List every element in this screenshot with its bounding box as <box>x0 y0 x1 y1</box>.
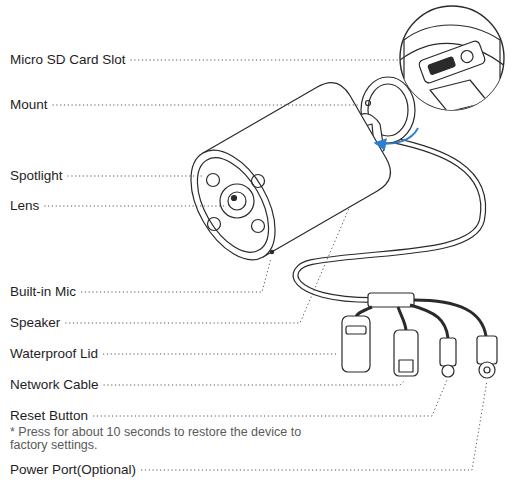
spotlight <box>208 218 221 231</box>
part-label: Spotlight <box>10 168 63 184</box>
reset-button <box>440 338 456 366</box>
power-port <box>477 336 497 364</box>
spotlight <box>252 220 265 233</box>
waterproof-lid <box>342 316 370 372</box>
note-text: * Press for about 10 seconds to restore … <box>10 426 310 452</box>
leader-line <box>44 206 226 207</box>
waterproof-lid <box>346 326 366 334</box>
leader-line <box>65 206 350 323</box>
splitter <box>368 293 414 307</box>
part-label: Network Cable <box>10 377 99 393</box>
leader-line <box>104 380 405 385</box>
spotlight <box>207 174 220 187</box>
part-label: Reset Button <box>10 408 88 424</box>
leader-line <box>93 380 447 416</box>
mic-hole <box>270 250 273 253</box>
part-label: Micro SD Card Slot <box>10 52 126 68</box>
part-label: Built-in Mic <box>10 284 76 300</box>
screw <box>366 101 371 106</box>
network-connector <box>399 360 413 372</box>
power-port <box>479 362 495 378</box>
part-label: Mount <box>10 97 48 113</box>
lens <box>220 184 254 218</box>
cable <box>414 300 486 336</box>
leader-line <box>131 60 398 61</box>
pointer-arrow <box>376 128 418 144</box>
leader-line <box>68 176 204 177</box>
part-label: Lens <box>10 198 39 214</box>
sd-slot-detail <box>400 25 508 112</box>
spotlight <box>252 175 265 188</box>
camera-body <box>174 75 399 274</box>
part-label: Speaker <box>10 315 60 331</box>
part-label: Power Port(Optional) <box>10 462 136 478</box>
part-label: Waterproof Lid <box>10 346 98 362</box>
reset-button <box>442 365 454 377</box>
lens <box>228 192 246 210</box>
power-port <box>484 367 490 373</box>
leader-line <box>103 354 336 355</box>
cable <box>398 307 406 330</box>
network-connector <box>394 330 418 376</box>
leader-line <box>53 105 358 106</box>
lens <box>232 196 237 201</box>
leader-line <box>81 258 271 292</box>
